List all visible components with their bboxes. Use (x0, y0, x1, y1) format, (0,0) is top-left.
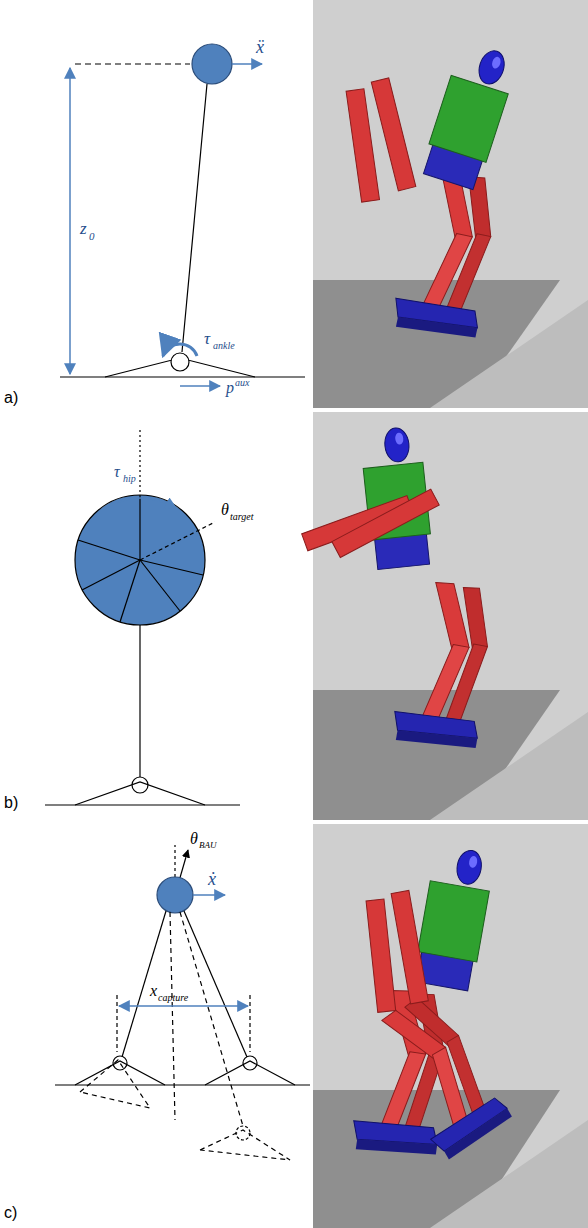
robot-render-part (391, 890, 428, 1003)
position-symbol: p (226, 380, 234, 396)
step-schematic-part (122, 911, 166, 1057)
hip-schematic-part (78, 540, 140, 560)
panel-letter: a) (4, 390, 18, 406)
subscript: capture (158, 993, 188, 1003)
acceleration-symbol: ẍ (256, 38, 264, 56)
step-schematic-part (116, 995, 117, 1052)
ankle-schematic-part (180, 385, 220, 387)
step-schematic-part (193, 894, 225, 896)
robot-render (350, 844, 515, 1162)
panel-letter: b) (4, 795, 18, 811)
hip-schematic-part (105, 498, 176, 508)
render-background-part (313, 0, 588, 408)
ankle-schematic-part (232, 63, 262, 65)
step-schematic-part (205, 1061, 295, 1085)
robot-render-part (413, 844, 496, 991)
hip-schematic-part (140, 560, 203, 575)
hip-schematic-part (139, 495, 140, 560)
hip-schematic-part (45, 804, 240, 805)
robot-render-part (390, 577, 503, 753)
torque-symbol: τ (204, 330, 210, 347)
robot-render-part (366, 899, 396, 1012)
ankle-schematic-part (69, 68, 71, 374)
superscript: aux (235, 378, 249, 388)
robot-render-part (366, 987, 515, 1163)
angle-symbol: θ (190, 831, 198, 847)
robot-render-part (366, 987, 515, 1163)
ankle-schematic-part (171, 353, 189, 371)
robot-render (302, 425, 503, 753)
robot-render-part (420, 40, 520, 191)
render-background-part (313, 412, 588, 820)
ankle-schematic (60, 44, 305, 386)
ankle-schematic-part (60, 376, 305, 377)
render-background (313, 0, 588, 1228)
subscript: target (230, 512, 254, 522)
hip-schematic (45, 430, 240, 805)
hip-schematic-part (75, 782, 205, 805)
step-schematic-part (184, 911, 247, 1057)
step-schematic-part (249, 995, 250, 1052)
render-background-part (313, 824, 588, 1228)
height-symbol: z (80, 220, 87, 237)
step-schematic-part (174, 845, 175, 877)
step-schematic-part (200, 1130, 290, 1160)
robot-render-part (390, 577, 503, 753)
robot-render-part (332, 489, 439, 557)
step-schematic-part (75, 1061, 165, 1085)
robot-render-part (346, 89, 379, 202)
hip-schematic-part (139, 430, 140, 494)
ankle-schematic-part (192, 44, 232, 84)
angle-symbol: θ (221, 502, 229, 518)
step-schematic-part (119, 1005, 248, 1007)
step-schematic-part (180, 912, 243, 1126)
step-schematic-part (55, 1084, 310, 1085)
velocity-symbol: ẋ (208, 870, 216, 888)
robot-render-part (420, 40, 520, 191)
ankle-schematic-part (182, 84, 207, 352)
subscript: ankle (213, 341, 235, 351)
step-schematic-part (170, 912, 175, 1120)
subscript: BAU (199, 841, 217, 850)
subscript: hip (123, 474, 136, 484)
hip-schematic-part (120, 560, 140, 622)
hip-schematic-part (132, 777, 148, 793)
step-schematic-part (80, 1060, 150, 1108)
robot-render-part (366, 899, 396, 1012)
ankle-schematic-part (75, 63, 190, 64)
robot-render-part (346, 89, 379, 202)
robot-render-part (332, 489, 439, 557)
panel-letter: c) (4, 1205, 17, 1221)
robot-render-part (371, 78, 416, 191)
torque-symbol: τ (114, 464, 120, 480)
robot-render-part (391, 890, 428, 1003)
step-schematic-part (157, 877, 193, 913)
hip-schematic-part (140, 522, 215, 560)
step-schematic (55, 845, 310, 1160)
subscript: 0 (89, 231, 95, 242)
distance-symbol: x (150, 983, 157, 999)
robot-render-part (390, 165, 508, 343)
robot-render-part (390, 165, 508, 343)
robot-render-part (413, 844, 496, 991)
step-schematic-part (236, 1126, 250, 1140)
ankle-schematic-part (163, 344, 197, 356)
robot-render (346, 40, 520, 343)
hip-schematic-part (139, 625, 140, 777)
robot-render-part (371, 78, 416, 191)
